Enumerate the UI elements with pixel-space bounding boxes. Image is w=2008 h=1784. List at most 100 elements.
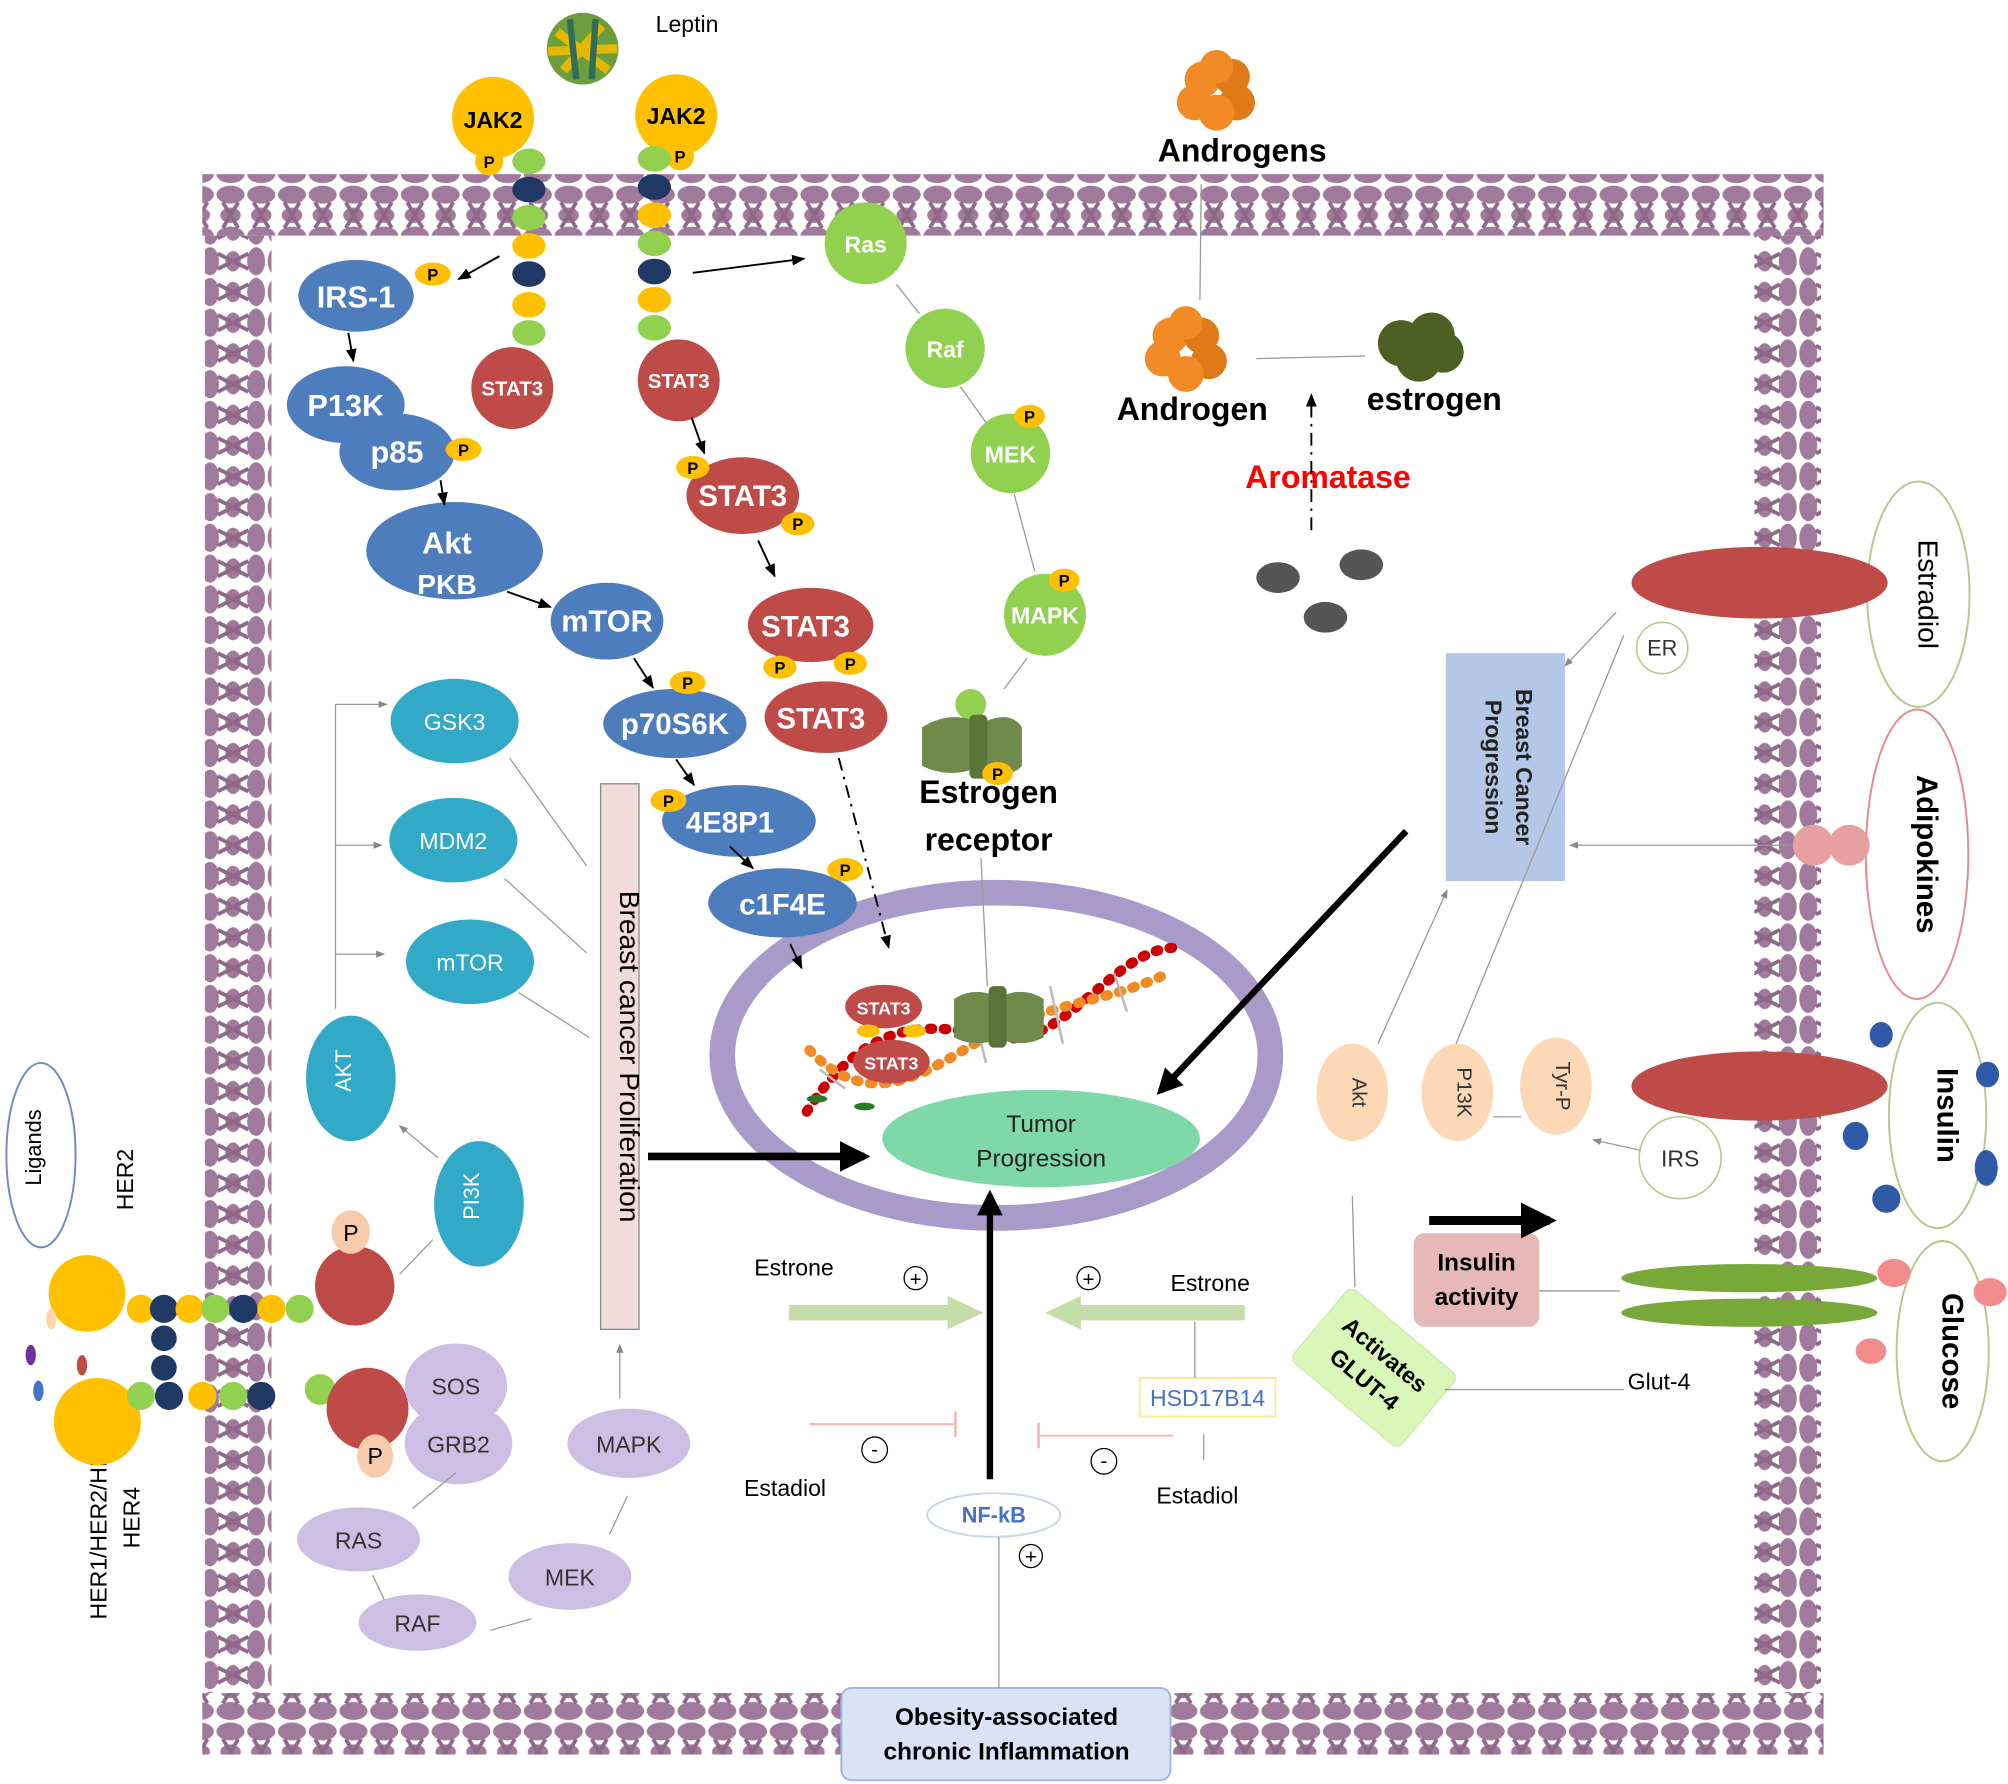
mdm2-node: MDM2 [389,797,518,883]
estrogen-cluster-icon [1377,312,1464,382]
ligands-node: Ligands [5,1062,77,1249]
leptin-receptor-right: JAK2 P STAT3 [635,74,720,422]
mek-node: MEK P [970,404,1051,494]
phospho-her-node: P [315,1210,395,1326]
svg-text:RAF: RAF [394,1611,440,1637]
svg-text:STAT3: STAT3 [776,703,865,736]
glut4-label: Glut-4 [1628,1369,1691,1395]
svg-text:SOS: SOS [432,1374,481,1400]
svg-text:STAT3: STAT3 [857,998,911,1018]
minus-sign: - [861,1436,889,1464]
pi3k-side-node: PI3K [434,1141,524,1267]
svg-text:P: P [840,861,851,880]
mapk-lower-node: MAPK [567,1408,691,1478]
p13k-p85-node: P13K p85 P [286,366,482,491]
glucose-receptor: Glucose [1621,1240,2007,1463]
mtor-side-node: mTOR [405,919,535,1005]
gsk3-node: GSK3 [390,678,519,764]
adipokines-receptor: Adipokines [1792,708,1970,1000]
connectors [334,184,1791,1688]
svg-text:GRB2: GRB2 [427,1431,490,1457]
svg-text:P: P [368,1443,383,1469]
svg-text:Estradiol: Estradiol [1912,539,1944,649]
svg-text:mTOR: mTOR [436,950,503,976]
aromatase-particles [1256,549,1384,633]
ras-lower-node: RAS [297,1507,421,1572]
svg-text:P: P [1024,408,1035,427]
svg-text:PI3K: PI3K [459,1172,484,1220]
tyrp-node: Tyr-P [1520,1037,1592,1135]
svg-text:P: P [845,655,856,674]
svg-text:mTOR: mTOR [561,603,653,638]
svg-text:STAT3: STAT3 [761,611,850,644]
svg-text:4E8P1: 4E8P1 [686,806,774,839]
svg-text:MEK: MEK [545,1564,596,1590]
activates-glut4-box: ActivatesGLUT-4 [1292,1288,1457,1447]
svg-text:Akt: Akt [1347,1078,1370,1108]
hsd17b14-box: HSD17B14 [1138,1377,1277,1418]
svg-text:P: P [992,765,1003,784]
svg-text:+: + [1025,1546,1037,1569]
svg-text:MEK: MEK [985,441,1037,467]
androgen-label: Androgen [1117,391,1268,427]
insulin-receptor: Insulin IRS [1631,1001,2000,1230]
svg-text:PKB: PKB [417,568,476,600]
estrone-left-label: Estrone [754,1255,833,1281]
nucleus [709,879,1284,1231]
svg-text:P: P [774,659,785,678]
leptin-icon [546,12,619,85]
raf-node: Raf [905,308,985,389]
svg-text:JAK2: JAK2 [464,107,523,133]
svg-text:MDM2: MDM2 [419,828,487,854]
svg-text:GSK3: GSK3 [424,709,485,735]
stat3-dimer-node: STAT3 STAT3 P P [747,587,888,754]
estadiol-right-label: Estadiol [1156,1483,1238,1509]
svg-text:-: - [1100,1450,1107,1473]
androgen-cluster-icon [1144,306,1227,392]
mtor-node: mTOR [550,582,664,660]
svg-text:-: - [871,1438,878,1461]
svg-text:p85: p85 [371,434,424,469]
mek-lower-node: MEK [508,1543,632,1610]
svg-text:P13K: P13K [1452,1067,1475,1117]
svg-text:P: P [427,265,438,284]
svg-text:AKT: AKT [331,1049,356,1091]
svg-text:JAK2: JAK2 [647,103,706,129]
svg-text:+: + [1083,1268,1095,1291]
svg-text:P: P [484,153,495,172]
svg-text:p70S6K: p70S6K [621,708,729,741]
stat3-dimer-nucleus: STAT3 STAT3 [845,984,930,1084]
her2-label: HER2 [112,1149,138,1210]
4e8p1-node: 4E8P1 P [650,785,816,857]
stat3-phospho-node: STAT3 P P [676,455,815,536]
svg-text:P: P [674,148,685,167]
tumor-progression-node [882,1089,1200,1188]
svg-text:MAPK: MAPK [596,1431,662,1457]
svg-text:P: P [458,441,469,460]
mapk-node: MAPK P [1003,568,1086,656]
androgens-label: Androgens [1158,132,1327,168]
akt-side-node: AKT [306,1015,396,1142]
breast-cancer-proliferation-box: Breast cancer Proliferation [599,783,646,1330]
svg-text:Breast CancerProgression: Breast CancerProgression [1481,689,1538,845]
svg-text:Ligands: Ligands [21,1109,46,1185]
svg-text:Adipokines: Adipokines [1910,775,1943,934]
akt-right-node: Akt [1316,1043,1389,1142]
breast-cancer-progression-box: Breast CancerProgression [1445,653,1565,882]
svg-text:MAPK: MAPK [1011,603,1079,629]
svg-text:Insulin: Insulin [1931,1068,1964,1163]
raf-lower-node: RAF [358,1594,477,1651]
svg-text:Tyr-P: Tyr-P [1551,1062,1574,1111]
svg-text:IRS: IRS [1661,1146,1699,1172]
svg-text:P: P [682,674,693,693]
svg-text:HSD17B14: HSD17B14 [1150,1385,1265,1411]
svg-text:+: + [910,1268,922,1291]
svg-text:c1F4E: c1F4E [739,888,826,921]
irs1-node: IRS-1 P [298,259,451,332]
